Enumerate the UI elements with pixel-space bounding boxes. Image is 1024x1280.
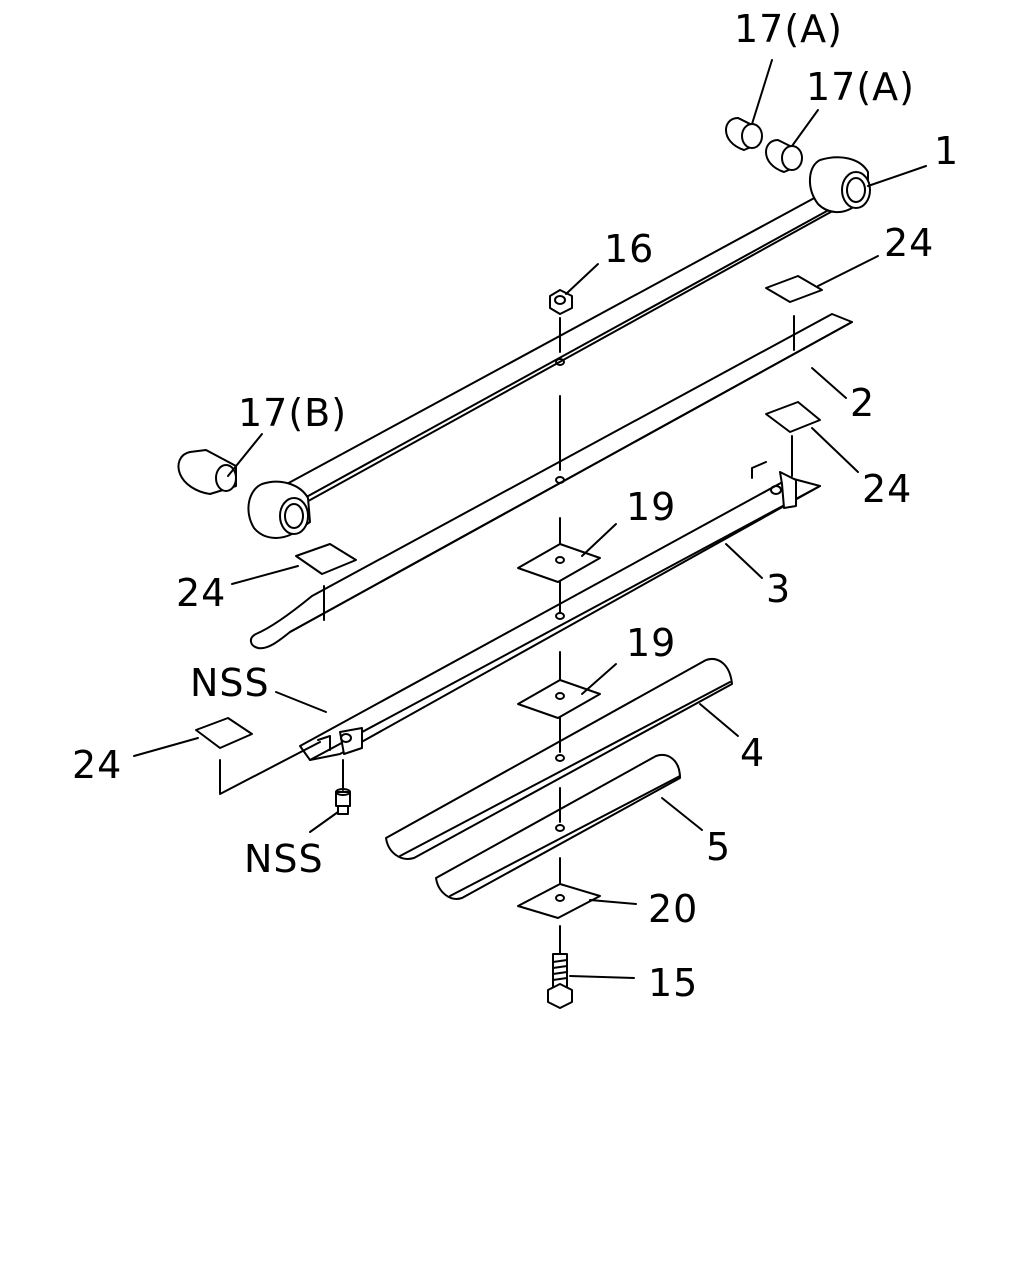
callout-17a-second: 17(A) xyxy=(806,65,915,109)
pad-part-24-left-mid xyxy=(295,543,357,575)
callout-19-lower: 19 xyxy=(626,621,676,665)
leaf-part-3 xyxy=(299,461,821,761)
callout-15: 15 xyxy=(648,961,698,1005)
callout-17a-top: 17(A) xyxy=(734,7,843,51)
callout-24-left-mid: 24 xyxy=(176,571,226,615)
spacer-part-19-upper xyxy=(517,543,601,583)
bushing-17b xyxy=(177,449,237,495)
callout-24-mid-right: 24 xyxy=(862,467,912,511)
callout-nss-top: NSS xyxy=(190,661,270,705)
bushing-17a-top xyxy=(725,117,763,151)
leaf-part-5 xyxy=(435,754,681,900)
callout-labels: 17(A) 17(A) 1 16 24 17(B) 2 24 19 24 3 1… xyxy=(72,7,959,1005)
bushing-17a-second xyxy=(765,139,803,173)
callout-2: 2 xyxy=(850,381,875,425)
callout-24-upper-right: 24 xyxy=(884,221,934,265)
leader-lines xyxy=(133,59,927,979)
pad-part-24-left-low xyxy=(195,717,253,749)
pad-part-24-mid-right xyxy=(765,401,821,433)
callout-nss-bottom: NSS xyxy=(244,837,324,881)
center-axis-lines xyxy=(219,315,795,955)
callout-3: 3 xyxy=(766,567,791,611)
nut-part-16 xyxy=(549,289,573,315)
plate-part-20 xyxy=(517,883,601,919)
callout-4: 4 xyxy=(740,731,765,775)
leaf-part-4 xyxy=(385,658,733,860)
callout-19-upper: 19 xyxy=(626,485,676,529)
callout-24-left-low: 24 xyxy=(72,743,122,787)
callout-17b: 17(B) xyxy=(238,391,347,435)
callout-5: 5 xyxy=(706,825,731,869)
callout-1: 1 xyxy=(934,129,959,173)
nss-bolt xyxy=(335,788,351,815)
leaf-part-2 xyxy=(250,313,853,650)
bolt-part-15 xyxy=(547,953,573,1009)
spacer-part-19-lower xyxy=(517,679,601,719)
main-leaf-part-1 xyxy=(247,156,871,539)
callout-20: 20 xyxy=(648,887,698,931)
callout-16: 16 xyxy=(604,227,654,271)
pad-part-24-upper-right xyxy=(765,275,823,303)
